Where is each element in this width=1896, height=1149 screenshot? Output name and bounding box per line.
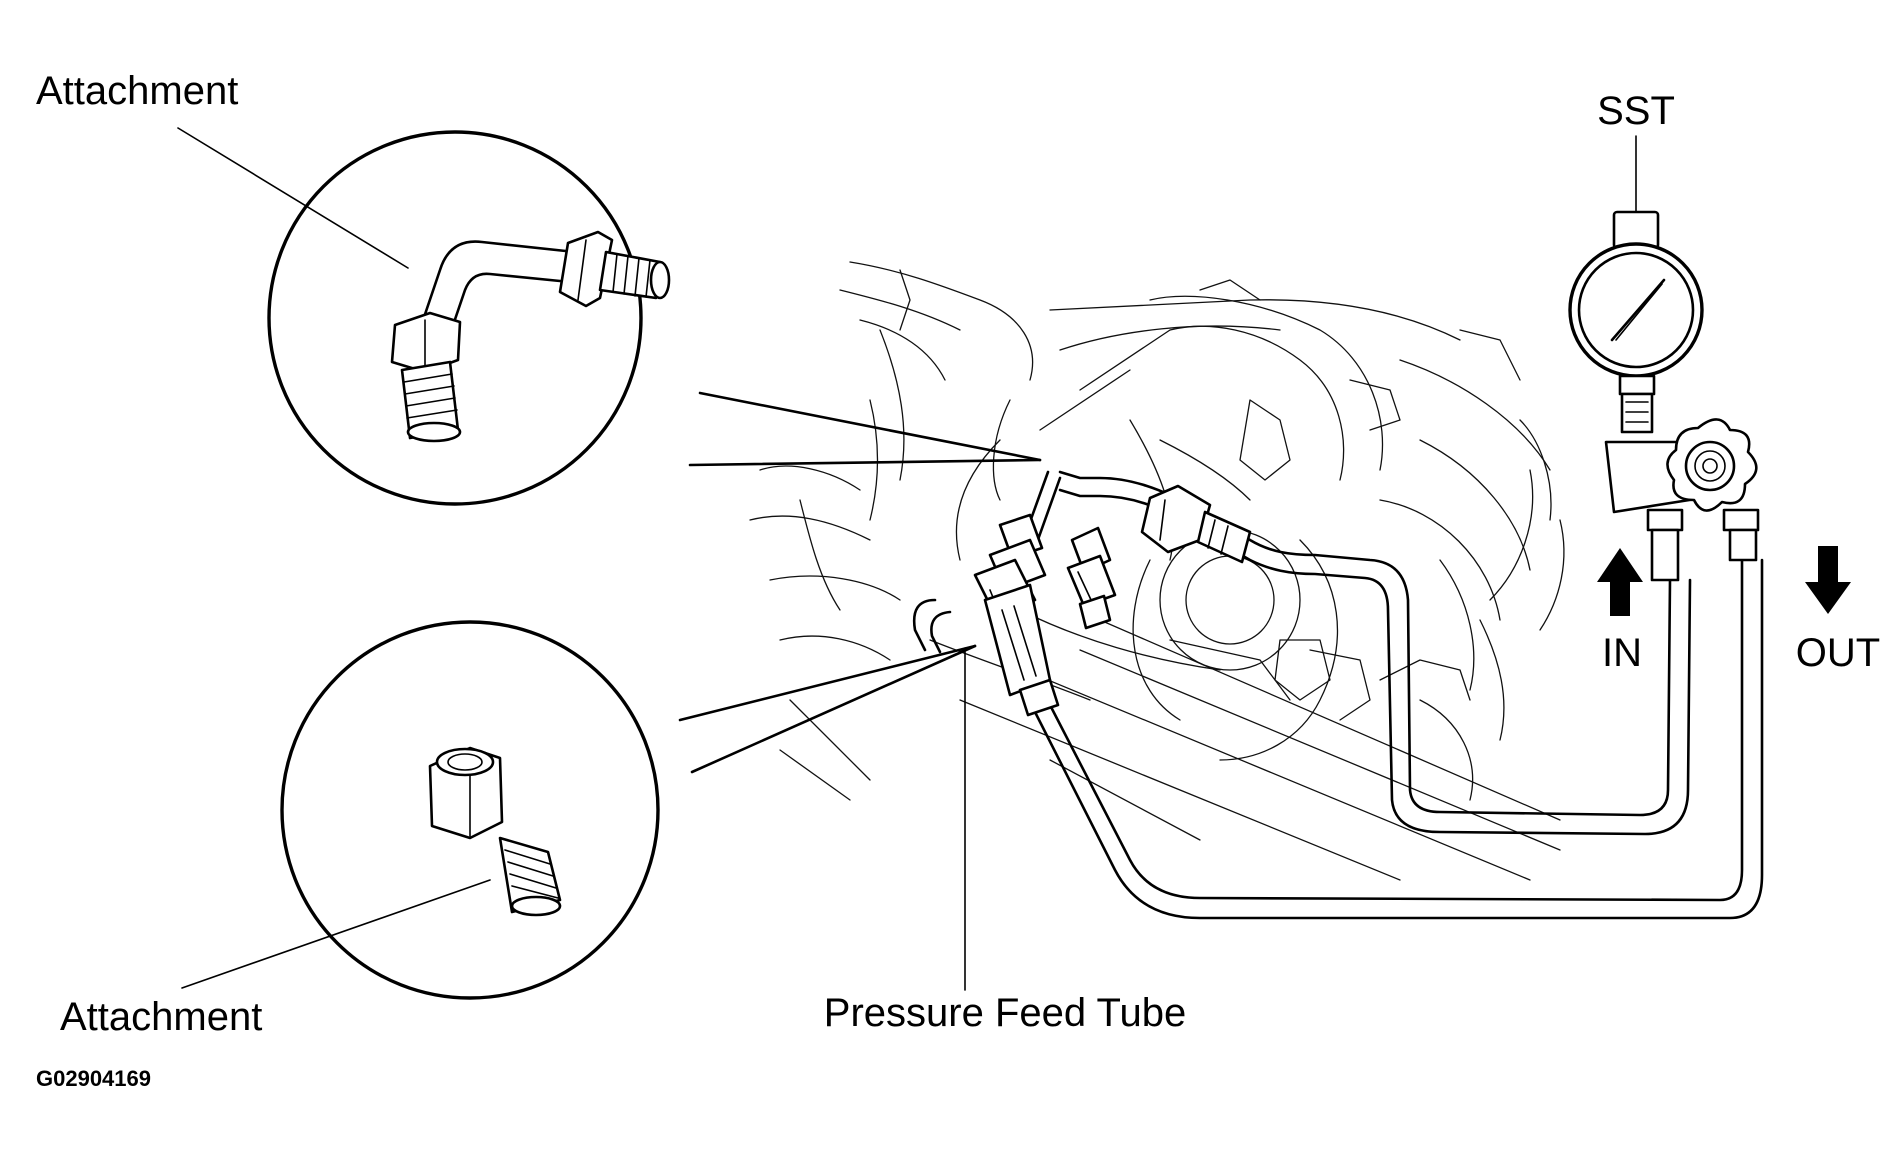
fittings-cluster <box>912 484 1252 717</box>
sst-label: SST <box>1597 89 1675 133</box>
arrow-down-icon <box>1805 546 1851 614</box>
sst-gauge <box>1568 210 1760 582</box>
figure-code: G02904169 <box>36 1066 151 1091</box>
arrow-up-icon <box>1597 548 1643 616</box>
pressure-feed-tube-label: Pressure Feed Tube <box>824 991 1186 1035</box>
attachment-bottom-leader <box>181 879 491 989</box>
attachment-bottom-label: Attachment <box>60 995 262 1039</box>
in-label: IN <box>1602 631 1642 675</box>
out-label: OUT <box>1796 631 1880 675</box>
bottom-attachment-detail <box>280 620 977 1000</box>
engine-background-sketch <box>749 261 1565 881</box>
top-attachment-detail <box>267 130 1042 506</box>
attachment-top-label: Attachment <box>36 69 238 113</box>
attachment-top-leader <box>177 127 409 269</box>
